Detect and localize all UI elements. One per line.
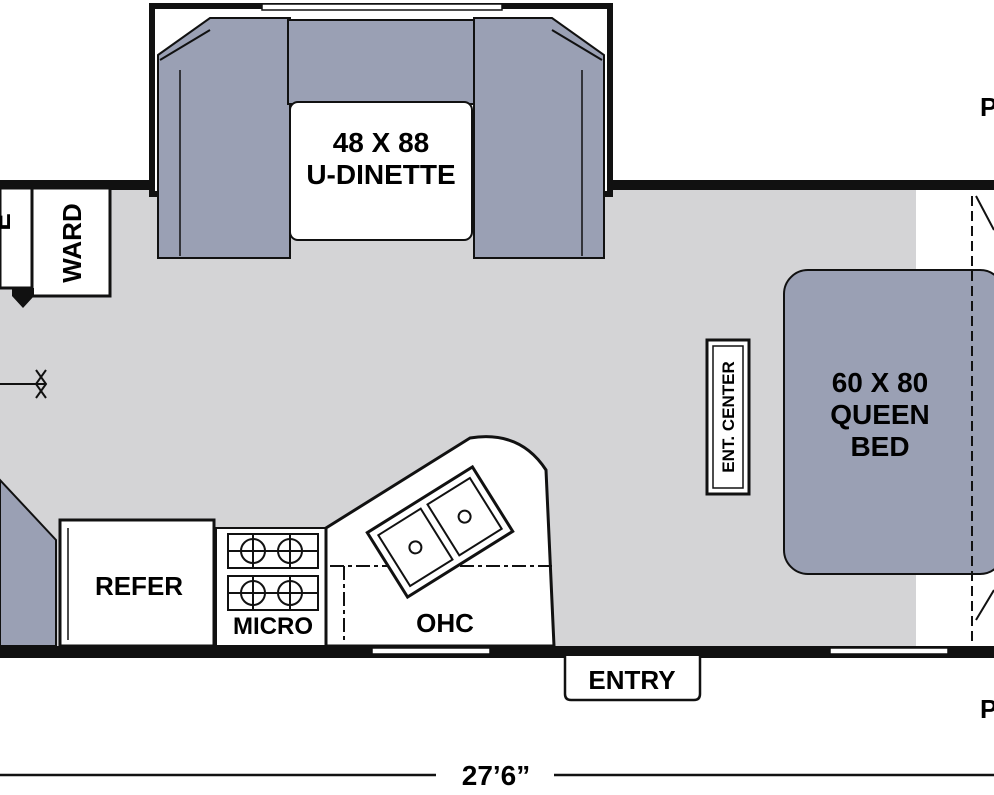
wardrobe: WARD E	[0, 186, 112, 308]
dinette-left-seat	[157, 17, 291, 259]
length-dimension: 27’6”	[0, 760, 994, 791]
right-bottom-cut-label: P	[980, 694, 994, 724]
ent-center-label: ENT. CENTER	[719, 361, 738, 472]
burner-icon	[227, 533, 319, 611]
stove: MICRO	[215, 527, 327, 647]
ent-center: ENT. CENTER	[705, 338, 751, 496]
length-label: 27’6”	[462, 760, 531, 791]
dinette-table	[289, 101, 473, 241]
ohc-label: OHC	[416, 608, 474, 638]
dinette-back-cushion	[287, 19, 475, 105]
micro-label: MICRO	[233, 613, 313, 640]
bed-line2-label: QUEEN	[830, 399, 930, 430]
thermostat-icon	[0, 369, 48, 399]
wardrobe-label: WARD	[57, 203, 87, 282]
sink-icon	[365, 464, 515, 600]
wall-windows	[261, 3, 949, 655]
bed-line3-label: BED	[850, 431, 909, 462]
right-top-cut-label: P	[980, 92, 994, 122]
kitchen-counter: OHC	[324, 435, 556, 648]
exterior-walls	[0, 180, 994, 658]
refer-label: REFER	[95, 571, 183, 601]
dinette-name-label: U-DINETTE	[306, 159, 455, 190]
wardrobe-cut-label: E	[0, 213, 16, 230]
arrow-down-icon	[12, 288, 34, 308]
bed-size-label: 60 X 80	[832, 367, 929, 398]
entry: ENTRY	[563, 656, 702, 702]
entry-label: ENTRY	[588, 665, 675, 695]
queen-bed: 60 X 80 QUEEN BED	[783, 190, 994, 646]
u-dinette: 48 X 88 U-DINETTE	[157, 17, 605, 259]
refrigerator: REFER	[58, 518, 216, 648]
dinette-size-label: 48 X 88	[333, 127, 430, 158]
rear-bed-edge	[0, 478, 57, 647]
dinette-right-seat	[473, 17, 605, 259]
